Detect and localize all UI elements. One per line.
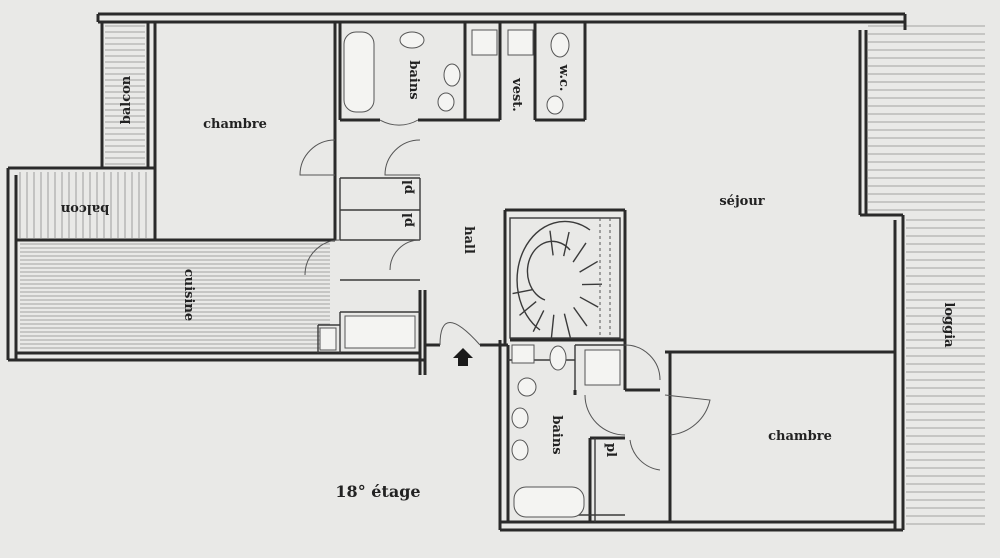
loggia-label: loggia <box>941 302 956 348</box>
fixtures <box>319 29 621 518</box>
walls <box>6 12 907 532</box>
pl-mid-label: pl <box>401 213 416 227</box>
sejour-label: séjour <box>719 194 764 209</box>
chambre-bottom-label: chambre <box>768 429 832 444</box>
wc-label: w.c. <box>556 64 571 92</box>
bains-bottom-label: bains <box>549 415 564 454</box>
cuisine-hatch <box>20 243 330 349</box>
balcon-left-label: balcon <box>60 201 109 216</box>
door-swings <box>299 119 711 471</box>
loggia-hatch <box>868 25 985 525</box>
spiral-stair <box>509 217 621 340</box>
bains-top-label: bains <box>406 60 421 99</box>
pl-bottom-label: pl <box>603 443 618 457</box>
pl-top-label: pl <box>401 180 416 194</box>
vest-label: vest. <box>509 77 524 112</box>
balcon-left-hatch <box>19 172 147 238</box>
hall-label: hall <box>461 226 476 254</box>
entrance-arrow-icon <box>453 348 473 366</box>
balcon-top-label: balcon <box>119 75 134 124</box>
balcon-top-hatch <box>105 25 145 165</box>
cuisine-label: cuisine <box>181 269 196 321</box>
room-labels: balcon balcon chambre bains vest. w.c. s… <box>60 60 956 501</box>
chambre-top-label: chambre <box>203 117 267 132</box>
floor-label: 18° étage <box>335 482 420 501</box>
